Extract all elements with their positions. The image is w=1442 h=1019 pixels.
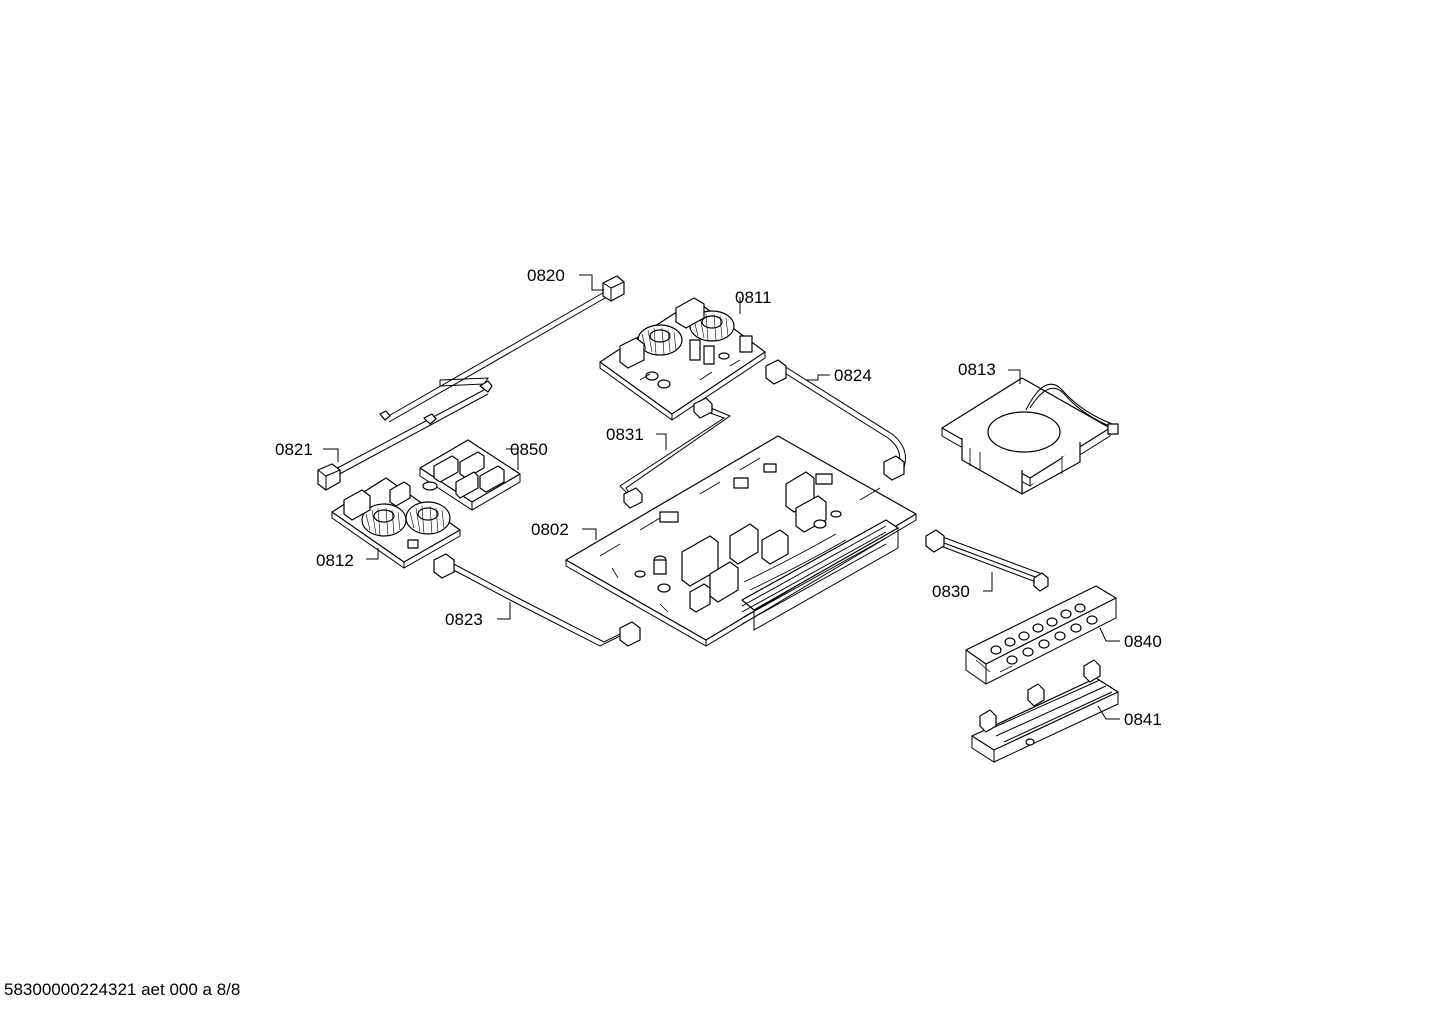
part-0813-fan [941,377,1119,495]
leader-lines [323,274,1120,720]
label-0821: 0821 [275,440,313,459]
label-0840: 0840 [1124,632,1162,651]
part-0841-control-frame [971,659,1119,763]
label-0831: 0831 [606,425,644,444]
document-footer-code: 58300000224321 aet 000 a 8/8 [4,980,241,999]
label-0841: 0841 [1124,710,1162,729]
part-0824-cable [765,359,906,481]
part-0823-cable [433,553,641,647]
label-0823: 0823 [445,610,483,629]
label-0812: 0812 [316,551,354,570]
part-labels: 0820 0811 0824 0813 0831 0821 0850 0802 … [275,266,1162,729]
part-0811-filter-board [599,297,766,421]
label-0820: 0820 [527,266,565,285]
part-0840-control-board [965,585,1117,685]
part-0830-cable [925,529,1049,592]
part-0821-cable [317,380,493,491]
label-0811: 0811 [735,288,772,307]
label-0850: 0850 [510,440,548,459]
label-0813: 0813 [958,360,996,379]
part-0802-power-board [565,435,917,647]
part-0831-cable [619,397,732,509]
label-0824: 0824 [834,366,872,385]
part-0812-filter-board [331,477,461,569]
label-0830: 0830 [932,582,970,601]
part-0820-cable [379,275,625,423]
part-0850-relay-board [419,439,521,511]
label-0802: 0802 [531,520,569,539]
